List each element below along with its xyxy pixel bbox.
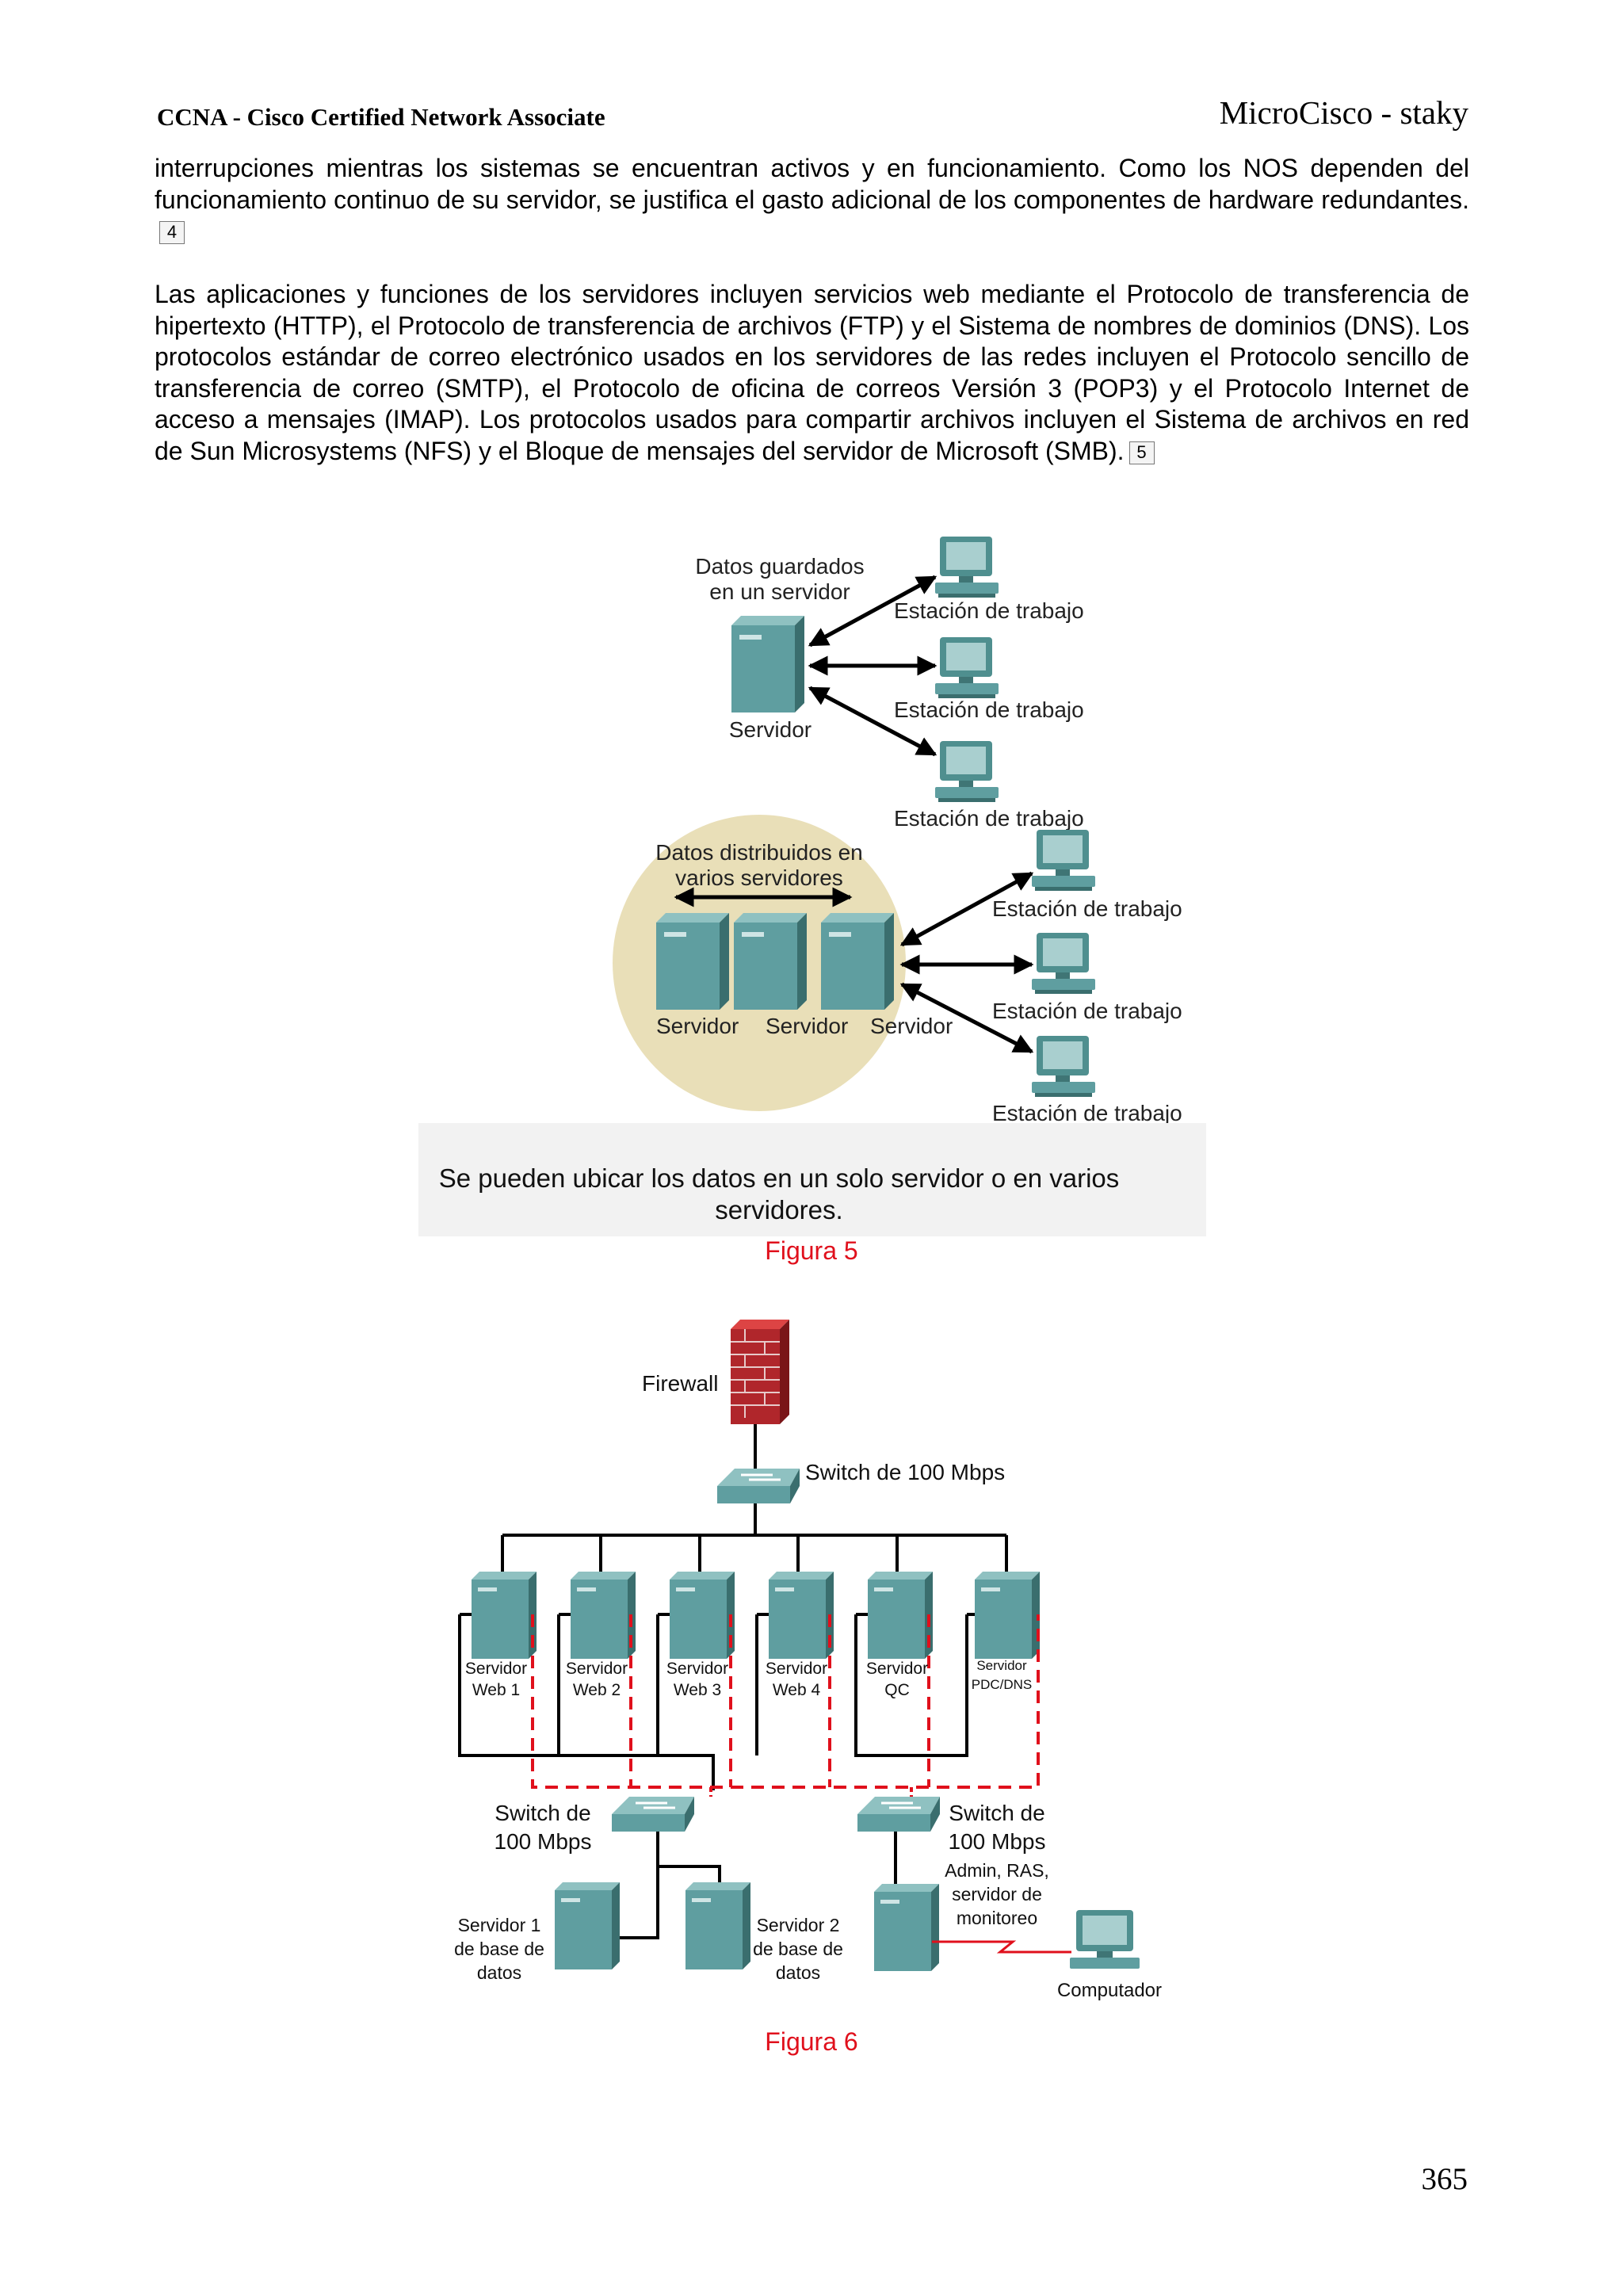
db-server-1-label-1: Servidor 1 [458, 1915, 541, 1935]
db-server-1-label-3: datos [477, 1962, 521, 1983]
workstation-icon [935, 537, 999, 598]
reference-link-4[interactable]: 4 [159, 221, 185, 245]
server-web-2-label-1: Servidor [566, 1660, 628, 1678]
figure-5-banner-line-2: servidores. [715, 1195, 842, 1224]
switch-icon [716, 1467, 801, 1505]
computer-label: Computador [1057, 1980, 1162, 2001]
server-web-3-label-1: Servidor [666, 1660, 728, 1678]
db-server-2-label-3: datos [776, 1962, 820, 1983]
top-switch-label: Switch de 100 Mbps [805, 1460, 1005, 1484]
distributed-label-1: Datos distribuidos en [655, 840, 862, 865]
switch-icon [610, 1795, 696, 1833]
server-pdc-dns-label-1: Servidor [976, 1658, 1027, 1673]
left-switch-label-1: Switch de [495, 1801, 590, 1825]
workstation-icon [1032, 1036, 1095, 1097]
server-icon [769, 1572, 834, 1659]
paragraph-1: interrupciones mientras los sistemas se … [155, 153, 1469, 247]
server-web-4-label-2: Web 4 [773, 1681, 821, 1699]
workstation-icon [935, 741, 999, 802]
server-icon [656, 913, 729, 1010]
figure-6-diagram: Firewall Switch de 100 Mbps Servidor Web… [428, 1312, 1189, 2009]
workstation-label: Estación de trabajo [894, 806, 1084, 831]
server-icon [874, 1884, 939, 1971]
workstation-icon [1032, 933, 1095, 994]
server-icon [975, 1572, 1040, 1659]
admin-server-label-1: Admin, RAS, [945, 1860, 1049, 1881]
server-qc-label-1: Servidor [866, 1660, 928, 1678]
server-icon [685, 1882, 750, 1969]
server-label: Servidor [766, 1014, 848, 1038]
right-switch-label-2: 100 Mbps [949, 1829, 1046, 1854]
admin-server-label-2: servidor de [952, 1884, 1042, 1904]
server-icon [734, 913, 807, 1010]
db-server-2-label-1: Servidor 2 [757, 1915, 840, 1935]
workstation-label: Estación de trabajo [894, 598, 1084, 623]
server-web-2-label-2: Web 2 [573, 1681, 621, 1699]
single-server-label-2: en un servidor [709, 579, 850, 604]
server-icon [670, 1572, 735, 1659]
single-server-label-1: Datos guardados [695, 554, 864, 579]
server-label: Servidor [656, 1014, 739, 1038]
db-server-2-label-2: de base de [753, 1939, 843, 1959]
server-web-1-label-2: Web 1 [472, 1681, 520, 1699]
server-icon [555, 1882, 620, 1969]
workstation-label: Estación de trabajo [894, 697, 1084, 722]
distributed-label-2: varios servidores [675, 865, 843, 890]
paragraph-2: Las aplicaciones y funciones de los serv… [155, 279, 1469, 467]
paragraph-2-text: Las aplicaciones y funciones de los serv… [155, 280, 1469, 465]
figure-5-caption: Figura 5 [765, 1236, 858, 1265]
db-server-1-label-2: de base de [454, 1939, 544, 1959]
server-icon [868, 1572, 933, 1659]
server-web-3-label-2: Web 3 [674, 1681, 721, 1699]
right-switch-label-1: Switch de [949, 1801, 1044, 1825]
switch-icon [856, 1795, 941, 1833]
server-web-4-label-1: Servidor [766, 1660, 827, 1678]
workstation-label: Estación de trabajo [992, 1101, 1182, 1125]
figure-6-caption: Figura 6 [765, 2027, 858, 2056]
computer-icon [1070, 1910, 1140, 1969]
workstation-icon [935, 637, 999, 698]
server-web-1-label-1: Servidor [465, 1660, 527, 1678]
server-label: Servidor [870, 1014, 953, 1038]
server-icon [472, 1572, 537, 1659]
server-label: Servidor [729, 717, 812, 742]
firewall-label: Firewall [642, 1371, 718, 1396]
figure-5-banner-line-1: Se pueden ubicar los datos en un solo se… [439, 1163, 1120, 1193]
figure-5-diagram: Datos guardados en un servidor Servidor … [418, 533, 1206, 1236]
workstation-label: Estación de trabajo [992, 999, 1182, 1023]
paragraph-1-text: interrupciones mientras los sistemas se … [155, 154, 1469, 214]
server-icon [571, 1572, 636, 1659]
reference-link-5[interactable]: 5 [1128, 441, 1155, 464]
server-pdc-dns-label-2: PDC/DNS [972, 1677, 1033, 1692]
server-icon [731, 616, 804, 712]
admin-server-label-3: monitoreo [957, 1908, 1037, 1928]
workstation-icon [1032, 830, 1095, 891]
header-author: MicroCisco - staky [1219, 94, 1468, 131]
page-number: 365 [1421, 2162, 1468, 2196]
firewall-icon [731, 1320, 789, 1424]
workstation-label: Estación de trabajo [992, 896, 1182, 921]
header-title: CCNA - Cisco Certified Network Associate [157, 103, 605, 131]
server-icon [821, 913, 894, 1010]
server-qc-label-2: QC [884, 1681, 910, 1699]
left-switch-label-2: 100 Mbps [495, 1829, 592, 1854]
